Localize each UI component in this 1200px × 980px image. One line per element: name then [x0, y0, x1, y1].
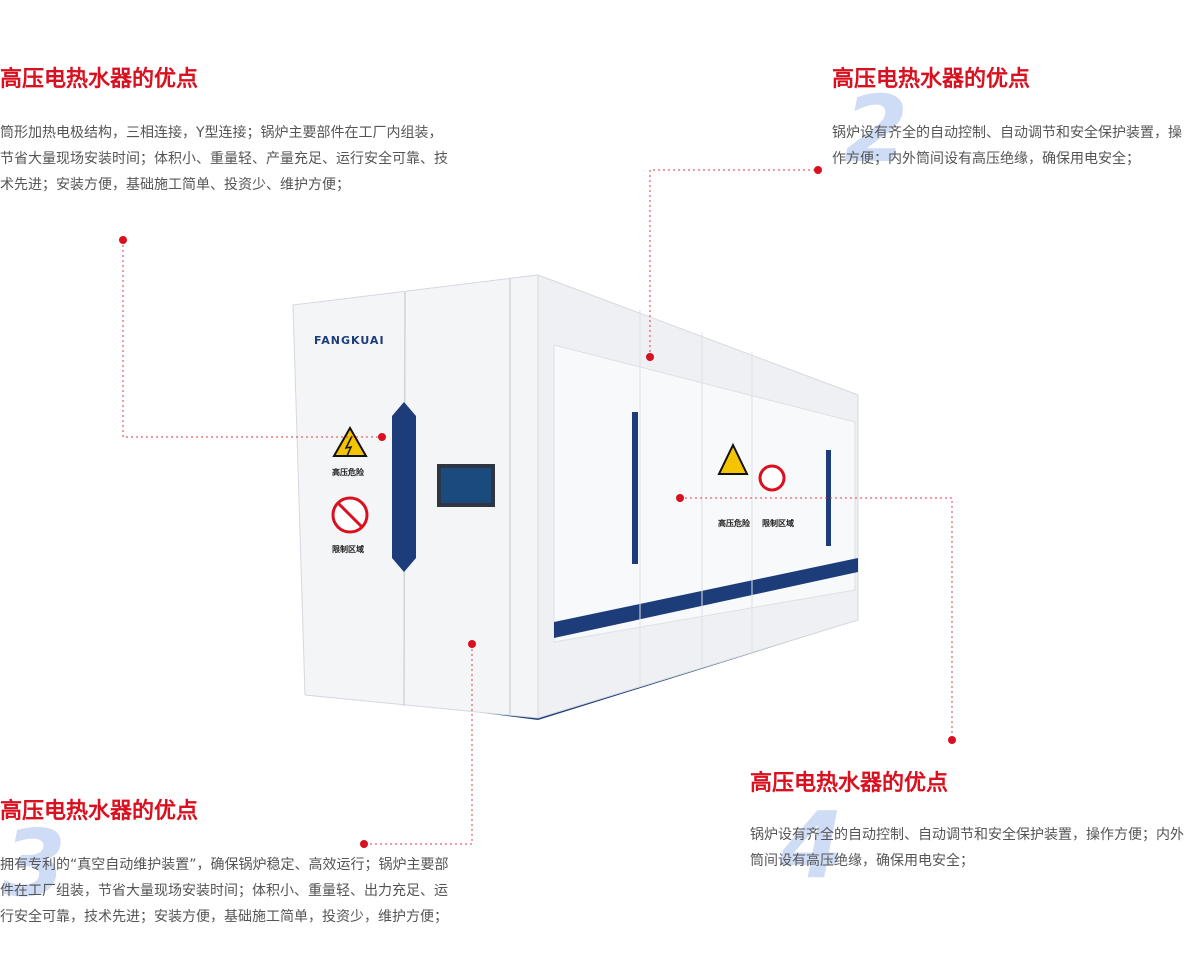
feature-block-1: 高压电热水器的优点 筒形加热电极结构，三相连接，Y型连接；锅炉主要部件在工厂内组…	[0, 66, 450, 198]
lightning-icon	[344, 435, 353, 457]
feature-description-1: 筒形加热电极结构，三相连接，Y型连接；锅炉主要部件在工厂内组装，节省大量现场安装…	[0, 125, 448, 193]
callout-dot	[360, 840, 368, 848]
feature-title-3: 高压电热水器的优点	[0, 799, 199, 824]
feature-block-2: 2 高压电热水器的优点 锅炉设有齐全的自动控制、自动调节和安全保护装置，操作方便…	[832, 66, 1192, 176]
side-warning-icon	[717, 442, 749, 475]
feature-block-3: 高压电热水器的优点 拥有专利的“真空自动维护装置”，确保锅炉稳定、高效运行；锅炉…	[0, 798, 452, 930]
callout-line-2	[649, 169, 818, 357]
callout-line-4	[680, 497, 953, 740]
feature-description-4: 锅炉设有齐全的自动控制、自动调节和安全保护装置，操作方便；内外筒间设有高压绝缘，…	[750, 827, 1184, 869]
callout-dot	[468, 640, 476, 648]
side-no-entry-icon	[758, 464, 786, 492]
feature-number-3: 3	[2, 810, 67, 917]
feature-description-2: 锅炉设有齐全的自动控制、自动调节和安全保护装置，操作方便；内外筒间设有高压绝缘，…	[832, 125, 1182, 167]
brand-logo: FANGKUAI	[314, 334, 385, 347]
feature-title-2: 高压电热水器的优点	[832, 67, 1031, 92]
restricted-area-label: 限制区域	[332, 544, 364, 554]
side-handle-right	[826, 450, 831, 546]
callout-line-1	[122, 240, 382, 438]
side-restricted-area-label: 限制区域	[762, 518, 794, 528]
feature-description-3: 拥有专利的“真空自动维护装置”，确保锅炉稳定、高效运行；锅炉主要部件在工厂组装，…	[0, 857, 449, 925]
callout-dot	[676, 494, 684, 502]
feature-number-2: 2	[844, 76, 909, 183]
callout-dot	[814, 166, 822, 174]
high-voltage-label: 高压危险	[332, 467, 365, 477]
electric-boiler-illustration: FANGKUAI 高压危险 限制区域 高压危险 限制区域	[292, 274, 859, 720]
feature-title-4: 高压电热水器的优点	[750, 771, 949, 796]
control-screen-display	[441, 468, 491, 503]
high-voltage-warning-icon	[332, 425, 368, 457]
callout-dot	[948, 736, 956, 744]
feature-title-1: 高压电热水器的优点	[0, 67, 199, 92]
feature-block-4: 4 高压电热水器的优点 锅炉设有齐全的自动控制、自动调节和安全保护装置，操作方便…	[750, 770, 1190, 892]
callout-dot	[119, 236, 127, 244]
callout-dot	[646, 353, 654, 361]
callout-dot	[378, 433, 386, 441]
side-high-voltage-label: 高压危险	[718, 518, 751, 528]
feature-number-4: 4	[780, 792, 845, 899]
side-handle-left	[632, 412, 638, 564]
no-entry-slash	[336, 501, 364, 529]
boiler-stripe	[554, 558, 858, 638]
door-handle	[392, 402, 416, 572]
callout-line-3	[364, 644, 473, 845]
boiler-side-inset	[553, 344, 856, 643]
